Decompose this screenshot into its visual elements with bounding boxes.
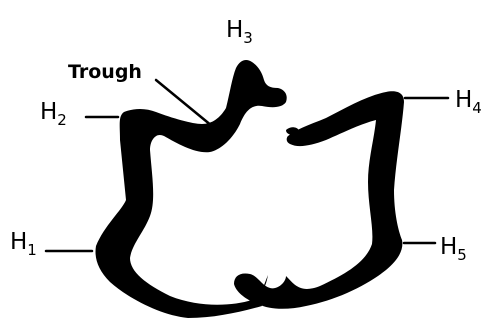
h2-letter: H <box>40 99 57 125</box>
h4-subscript: 4 <box>472 99 482 117</box>
h3-label: H3 <box>226 19 253 46</box>
h5-subscript: 5 <box>457 246 467 264</box>
outline-right-section <box>234 91 404 308</box>
outline-cusp-hook <box>286 127 300 137</box>
h5-label: H5 <box>440 236 467 263</box>
h1-label: H1 <box>10 231 37 258</box>
h2-label: H2 <box>40 101 67 128</box>
h3-letter: H <box>226 17 243 43</box>
h1-letter: H <box>10 229 27 255</box>
h4-label: H4 <box>455 89 482 116</box>
h4-letter: H <box>455 87 472 113</box>
h2-subscript: 2 <box>57 111 67 129</box>
h5-letter: H <box>440 234 457 260</box>
h3-subscript: 3 <box>243 29 253 47</box>
trough-label: Trough <box>68 63 142 82</box>
h1-subscript: 1 <box>27 241 37 259</box>
